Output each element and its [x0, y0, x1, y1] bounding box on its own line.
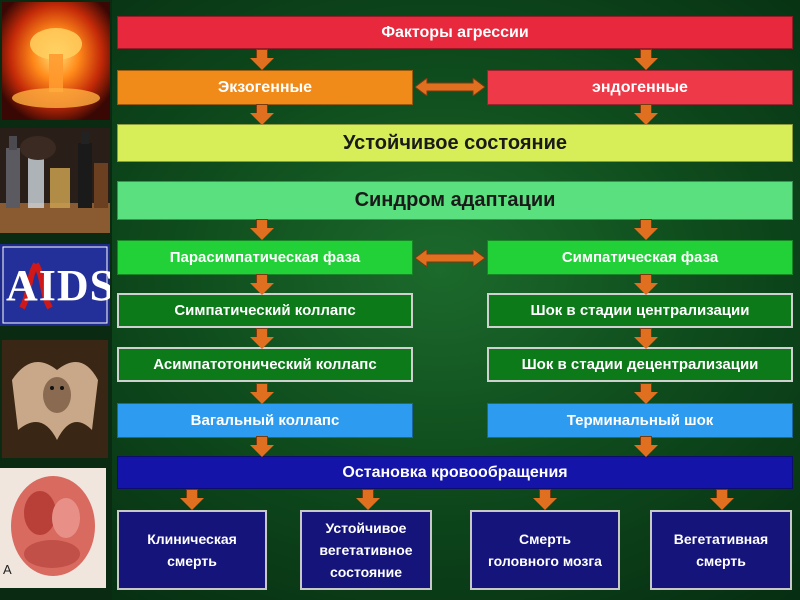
asympathotonic-collapse-box: Асимпатотонический коллапс [117, 347, 413, 382]
down-arrow-icon [356, 489, 380, 511]
alcohol-bottles-image [0, 128, 110, 233]
circulatory-arrest-box: Остановка кровообращения [117, 456, 793, 489]
outcome-line: Клиническая [147, 531, 237, 547]
shock-centralization-box: Шок в стадии централизации [487, 293, 793, 328]
outcome-line: Устойчивое [325, 520, 407, 536]
down-arrow-icon [634, 383, 658, 405]
outcome-clinical-death: Клиническая смерть [117, 510, 267, 590]
corner-letter: A [3, 562, 12, 577]
parasympathetic-phase-box: Парасимпатическая фаза [117, 240, 413, 275]
down-arrow-icon [180, 489, 204, 511]
double-arrow-icon [415, 78, 485, 96]
outcome-line: состояние [330, 564, 402, 580]
outcome-brain-death: Смерть головного мозга [470, 510, 620, 590]
down-arrow-icon [250, 328, 274, 350]
down-arrow-icon [634, 49, 658, 71]
anatomy-image: A [0, 468, 106, 588]
outcome-line: смерть [696, 553, 746, 569]
down-arrow-icon [250, 436, 274, 458]
sympathetic-collapse-box: Симпатический коллапс [117, 293, 413, 328]
steady-state-box: Устойчивое состояние [117, 124, 793, 162]
vagal-collapse-box: Вагальный коллапс [117, 403, 413, 438]
aids-logo-text: AIDS [6, 261, 110, 310]
bat-image [2, 340, 108, 458]
down-arrow-icon [250, 383, 274, 405]
down-arrow-icon [634, 328, 658, 350]
down-arrow-icon [250, 274, 274, 296]
outcome-line: Вегетативная [673, 531, 769, 547]
outcome-vegetative-death: Вегетативная смерть [650, 510, 792, 590]
down-arrow-icon [634, 436, 658, 458]
terminal-shock-box: Терминальный шок [487, 403, 793, 438]
adaptation-syndrome-box: Синдром адаптации [117, 181, 793, 220]
nuclear-explosion-image [2, 2, 110, 120]
down-arrow-icon [634, 274, 658, 296]
down-arrow-icon [634, 219, 658, 241]
shock-decentralization-box: Шок в стадии децентрализации [487, 347, 793, 382]
double-arrow-icon [415, 249, 485, 267]
outcome-persistent-vegetative-state: Устойчивое вегетативное состояние [300, 510, 432, 590]
down-arrow-icon [710, 489, 734, 511]
endogenous-box: эндогенные [487, 70, 793, 105]
outcome-line: Смерть [518, 531, 572, 547]
outcome-line: смерть [167, 553, 217, 569]
down-arrow-icon [250, 49, 274, 71]
down-arrow-icon [533, 489, 557, 511]
outcome-line: вегетативное [319, 542, 413, 558]
exogenous-box: Экзогенные [117, 70, 413, 105]
down-arrow-icon [634, 104, 658, 126]
down-arrow-icon [250, 104, 274, 126]
image-sidebar: AIDS A [0, 0, 112, 600]
sympathetic-phase-box: Симпатическая фаза [487, 240, 793, 275]
aggression-factors-box: Факторы агрессии [117, 16, 793, 49]
aids-logo-image: AIDS [0, 244, 110, 326]
outcome-line: головного мозга [488, 553, 602, 569]
down-arrow-icon [250, 219, 274, 241]
